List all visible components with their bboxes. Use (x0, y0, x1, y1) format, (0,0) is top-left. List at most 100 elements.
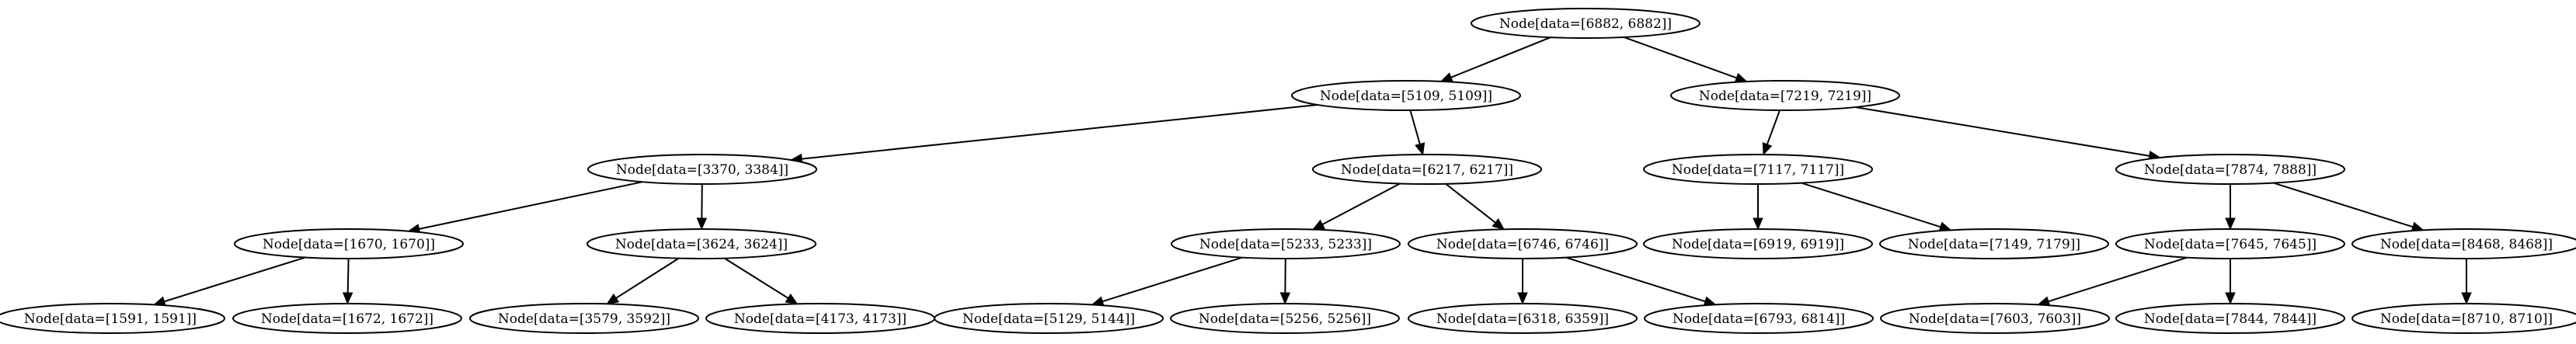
tree-node: Node[data=[5129, 5144]] (934, 303, 1164, 334)
node-label: Node[data=[8710, 8710]] (2380, 311, 2553, 327)
node-ellipse (1291, 80, 1521, 111)
edge-line (801, 103, 1318, 160)
edge-line (1445, 182, 1496, 224)
tree-edge (724, 257, 799, 305)
arrowhead-icon (1753, 217, 1763, 231)
node-ellipse (1170, 303, 1400, 334)
node-ellipse (1880, 303, 2110, 334)
node-ellipse (1879, 228, 2109, 259)
edge-line (346, 258, 350, 294)
edge-line (1102, 256, 1243, 303)
arrowhead-icon (1279, 292, 1291, 305)
tree-edge (1624, 36, 1748, 83)
tree-edge (2037, 256, 2188, 307)
node-label: Node[data=[5109, 5109]] (1320, 89, 1492, 104)
tree-edge (1409, 109, 1426, 156)
node-label: Node[data=[1670, 1670]] (263, 237, 435, 252)
arrowhead-icon (2225, 292, 2236, 305)
tree-node: Node[data=[6793, 6814]] (1644, 303, 1874, 334)
tree-edge (1311, 182, 1401, 231)
node-label: Node[data=[6746, 6746]] (1436, 237, 1609, 252)
tree-edge (1279, 258, 1291, 305)
node-label: Node[data=[5129, 5144]] (963, 311, 1135, 327)
node-ellipse (587, 228, 816, 259)
arrowhead-icon (696, 217, 708, 231)
node-ellipse (1171, 228, 1401, 259)
edge-line (1321, 182, 1401, 225)
edge-line (615, 257, 680, 299)
node-label: Node[data=[7645, 7645]] (2144, 237, 2317, 252)
tree-node: Node[data=[7117, 7117]] (1643, 154, 1873, 185)
arrowhead-icon (1311, 219, 1325, 231)
tree-node: Node[data=[6919, 6919]] (1643, 228, 1873, 259)
tree-node: Node[data=[1591, 1591]] (0, 303, 225, 334)
node-ellipse (2115, 228, 2345, 259)
tree-edge (1753, 184, 1763, 231)
tree-edge (1517, 259, 1528, 305)
tree-node: Node[data=[4173, 4173]] (705, 303, 935, 334)
node-label: Node[data=[5233, 5233]] (1199, 237, 1372, 252)
edge-line (1801, 182, 1941, 228)
tree-node: Node[data=[3624, 3624]] (587, 228, 816, 259)
node-ellipse (1408, 303, 1638, 334)
arrowhead-icon (2461, 292, 2472, 305)
tree-edge (407, 181, 643, 235)
node-ellipse (234, 228, 464, 259)
arrowhead-icon (1439, 72, 1453, 82)
tree-edge (1801, 182, 1952, 232)
tree-edge (1762, 109, 1781, 156)
edge-line (1855, 106, 2150, 157)
tree-node: Node[data=[7219, 7219]] (1670, 80, 1900, 111)
tree-node: Node[data=[5109, 5109]] (1291, 80, 1521, 111)
edge-line (1766, 109, 1781, 145)
arrowhead-icon (1415, 142, 1426, 156)
node-label: Node[data=[7117, 7117]] (1672, 162, 1844, 178)
tree-edge (1565, 256, 1717, 307)
tree-edge (789, 103, 1318, 165)
edge-line (2273, 182, 2414, 228)
arrowhead-icon (785, 293, 799, 305)
edge-line (1565, 256, 1706, 303)
tree-node: Node[data=[3370, 3384]] (587, 154, 817, 185)
tree-edge (2225, 259, 2236, 305)
node-label: Node[data=[6217, 6217]] (1341, 162, 1513, 178)
edge-line (724, 257, 789, 299)
tree-nodes: Node[data=[6882, 6882]] Node[data=[5109, … (0, 8, 2576, 334)
tree-node: Node[data=[3579, 3592]] (469, 303, 699, 334)
tree-node: Node[data=[6318, 6359]] (1408, 303, 1638, 334)
node-ellipse (587, 154, 817, 185)
tree-node: Node[data=[7149, 7179]] (1879, 228, 2109, 259)
tree-edge (152, 256, 306, 307)
tree-edge (2225, 184, 2236, 231)
node-ellipse (1312, 154, 1542, 185)
node-ellipse (2115, 154, 2345, 185)
tree-edge (1091, 256, 1243, 307)
node-ellipse (2351, 303, 2576, 334)
node-ellipse (1408, 228, 1638, 259)
node-label: Node[data=[6882, 6882]] (1499, 16, 1672, 32)
edge-line (164, 256, 306, 303)
tree-node: Node[data=[6746, 6746]] (1408, 228, 1638, 259)
edge-line (419, 181, 643, 230)
node-ellipse (1643, 154, 1873, 185)
tree-edge (2461, 259, 2472, 305)
tree-edge (606, 257, 680, 305)
node-label: Node[data=[7844, 7844]] (2144, 311, 2317, 327)
tree-node: Node[data=[6882, 6882]] (1471, 8, 1701, 39)
edge-line (1450, 36, 1551, 78)
node-ellipse (2351, 228, 2576, 259)
tree-edge (1855, 106, 2161, 162)
node-ellipse (1643, 228, 1873, 259)
edge-line (1409, 109, 1421, 144)
node-ellipse (1471, 8, 1701, 39)
tree-node: Node[data=[7603, 7603]] (1880, 303, 2110, 334)
node-label: Node[data=[6793, 6814]] (1673, 311, 1845, 327)
node-ellipse (934, 303, 1164, 334)
node-ellipse (2115, 303, 2345, 334)
node-label: Node[data=[3370, 3384]] (616, 162, 788, 178)
node-label: Node[data=[4173, 4173]] (734, 311, 907, 327)
node-label: Node[data=[7219, 7219]] (1699, 89, 1871, 104)
tree-node: Node[data=[1670, 1670]] (234, 228, 464, 259)
node-label: Node[data=[6919, 6919]] (1672, 237, 1844, 252)
tree-edge (1445, 182, 1505, 231)
